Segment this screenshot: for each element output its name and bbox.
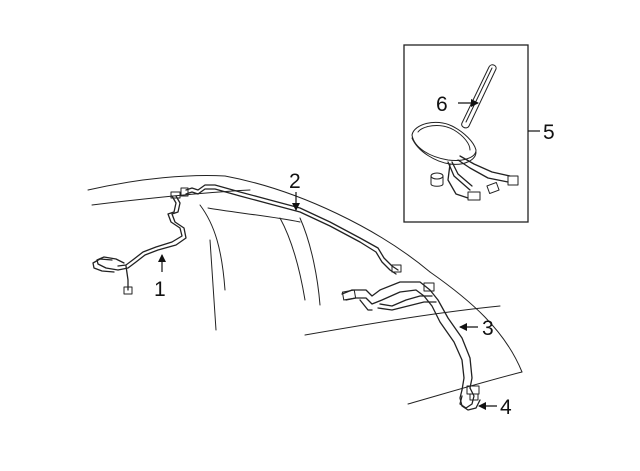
antenna-connector-4[interactable]: [459, 385, 481, 411]
callout-6-label: 6: [436, 93, 448, 116]
callout-3-label: 3: [482, 317, 494, 340]
callout-1-label: 1: [154, 278, 166, 301]
antenna-cable-harness-3[interactable]: [341, 281, 473, 391]
antenna-assembly-5[interactable]: [411, 121, 519, 201]
callout-5-label: 5: [543, 121, 555, 144]
antenna-mast-6[interactable]: [461, 64, 497, 129]
callout-4-label: 4: [500, 396, 512, 419]
callout-2: 2: [289, 170, 301, 211]
antenna-assembly-box: [403, 44, 529, 223]
callout-4: 4: [478, 396, 512, 419]
antenna-cable-harness-1[interactable]: [92, 191, 187, 295]
antenna-cable-harness-2[interactable]: [180, 184, 402, 275]
callout-3: 3: [459, 317, 494, 340]
callout-6: 6: [436, 93, 479, 116]
callout-2-label: 2: [289, 170, 301, 193]
callout-5: 5: [528, 121, 555, 144]
callout-1: 1: [154, 254, 166, 301]
vehicle-body-outline: [87, 175, 523, 405]
